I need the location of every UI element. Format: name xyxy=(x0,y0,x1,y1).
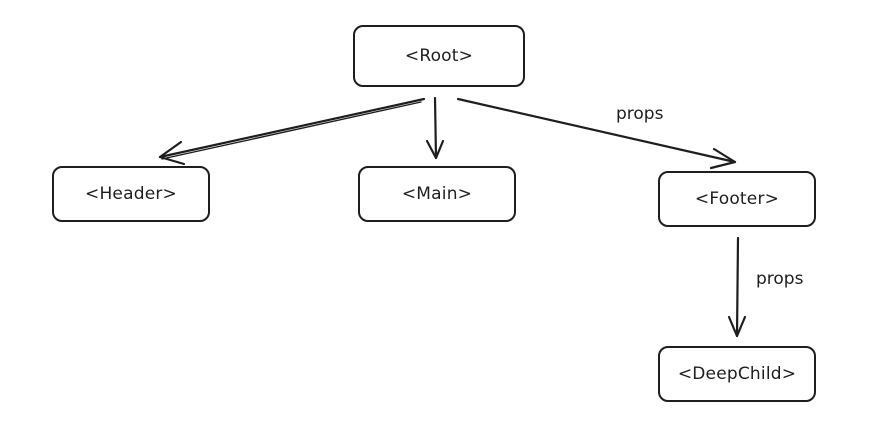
edge-root-main xyxy=(425,96,445,160)
edge-footer-deepchild xyxy=(727,236,747,338)
edge-label-footer-deepchild: props xyxy=(756,269,804,289)
node-main: <Main> xyxy=(358,166,516,222)
edge-root-footer xyxy=(456,97,737,170)
node-deepchild: <DeepChild> xyxy=(658,346,816,402)
node-header: <Header> xyxy=(52,166,210,222)
node-root: <Root> xyxy=(353,25,525,87)
edge-root-header xyxy=(158,97,426,166)
edge-label-root-footer: props xyxy=(616,104,664,124)
node-footer: <Footer> xyxy=(658,171,816,227)
